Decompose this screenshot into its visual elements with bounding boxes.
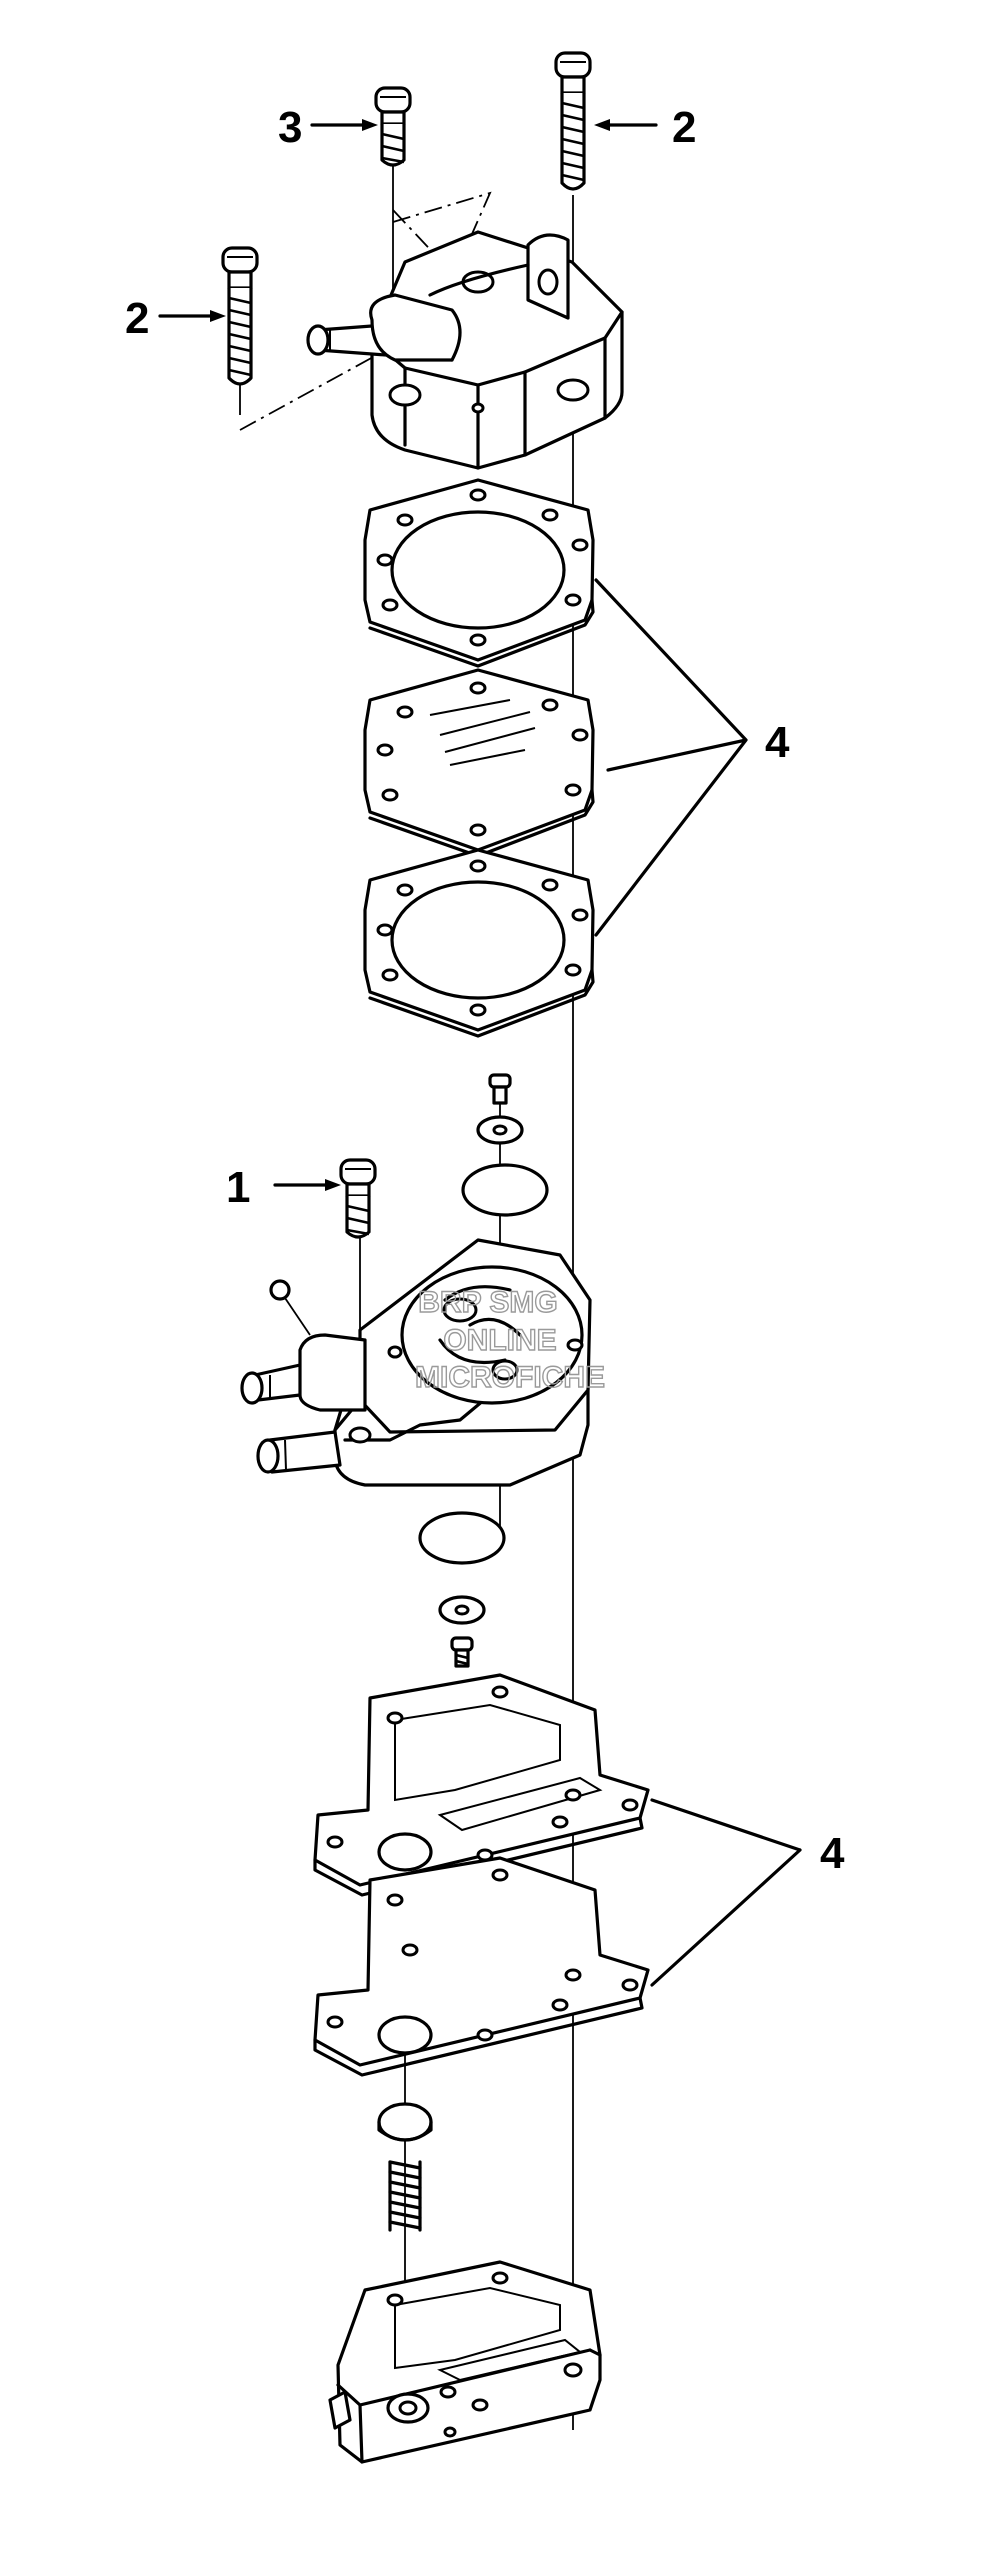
watermark-line-2: ONLINE — [443, 1324, 556, 1357]
washer-upper — [476, 1115, 524, 1145]
leader-lines — [158, 119, 802, 1987]
washer-lower — [438, 1595, 486, 1625]
callout-3: 3 — [278, 103, 302, 152]
callout-2-left: 2 — [125, 294, 149, 343]
gasket-upper-2 — [363, 848, 595, 1038]
watermark-line-3: MICROFICHE — [415, 1361, 605, 1394]
diaphragm-sheet — [363, 668, 595, 858]
screw-1 — [339, 1158, 377, 1239]
screw-2-left — [221, 246, 259, 386]
watermark: BRP SMG ONLINE MICROFICHE — [414, 1285, 605, 1394]
callout-numbers: 3 2 2 4 1 4 — [125, 103, 845, 1878]
check-disc-lower — [418, 1511, 506, 1565]
check-disc-upper — [461, 1163, 549, 1217]
small-screw-lower — [450, 1636, 474, 1668]
valve-cap — [377, 2102, 433, 2142]
gasket-upper-1 — [363, 478, 595, 668]
spring — [388, 2160, 422, 2232]
small-screw-upper — [488, 1073, 512, 1105]
gasket-lower-2 — [313, 1856, 650, 2077]
gasket-lower-1 — [313, 1673, 650, 1897]
callout-4-lower: 4 — [820, 1829, 845, 1878]
screw-3 — [374, 86, 412, 167]
callout-2-right: 2 — [672, 103, 696, 152]
pump-top-cover — [306, 230, 624, 470]
callout-1: 1 — [226, 1163, 250, 1212]
pump-bottom-cover — [328, 2260, 602, 2464]
callout-4-upper: 4 — [765, 718, 790, 767]
screw-2-right — [554, 51, 592, 191]
pump-body — [240, 1238, 592, 1487]
watermark-line-1: BRP SMG — [418, 1286, 557, 1319]
